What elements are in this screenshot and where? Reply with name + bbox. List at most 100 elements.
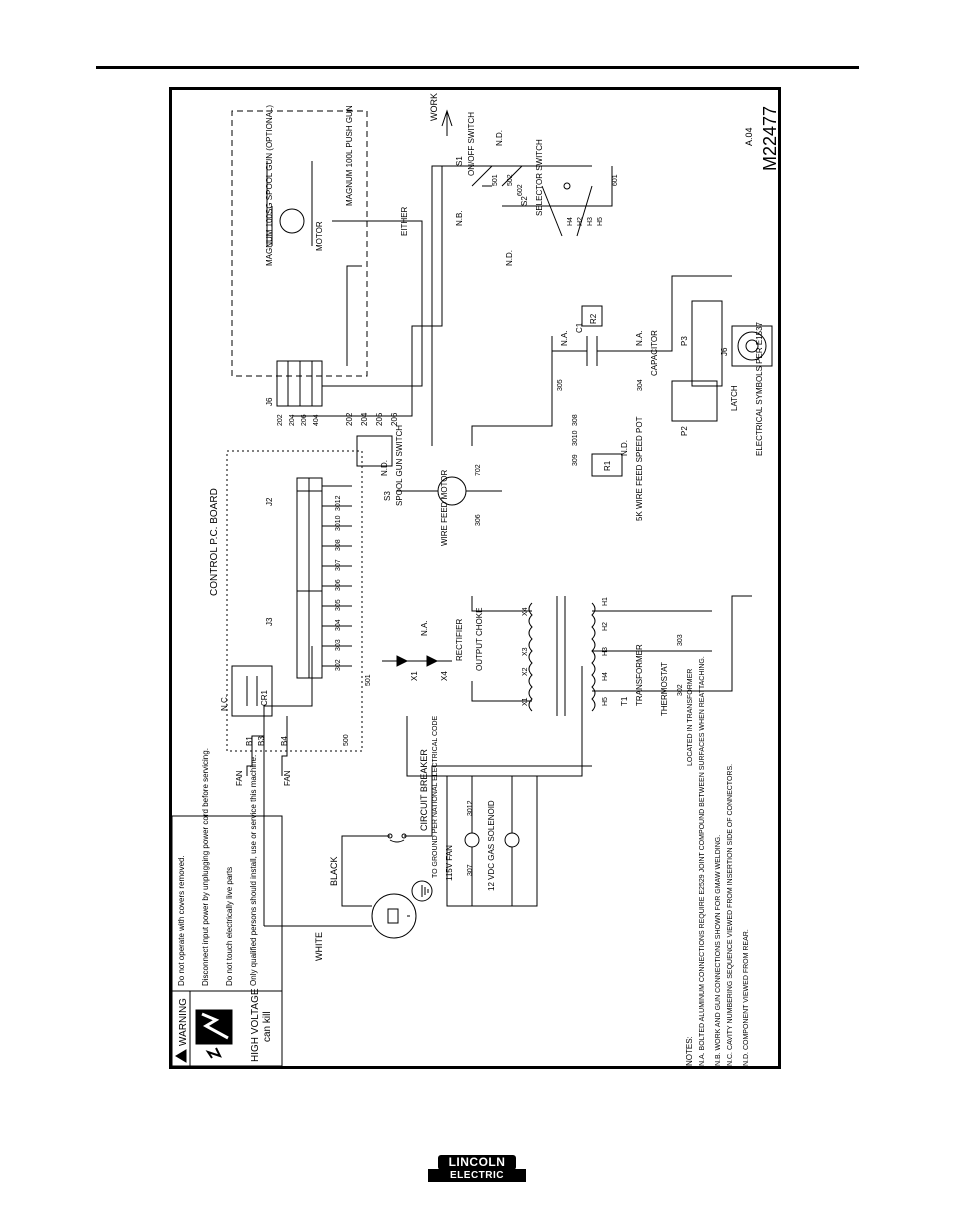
electric-shock-icon — [195, 1009, 233, 1059]
gas-solenoid-label: 12 VDC GAS SOLENOID — [487, 800, 496, 891]
j3-wire-305: 305 — [335, 599, 342, 611]
work-label: WORK — [429, 93, 439, 121]
latch-label: LATCH — [730, 385, 739, 411]
nd-label-4: N.D. — [495, 130, 504, 146]
s2-selector-switch — [541, 182, 593, 237]
circuit-breaker-label: CIRCUIT BREAKER — [419, 749, 429, 831]
drawing-number: M22477 — [760, 106, 778, 171]
j3-label: J3 — [265, 617, 274, 626]
fan-solenoid-box — [446, 775, 538, 907]
symbols-label: ELECTRICAL SYMBOLS PER E1537 — [755, 321, 764, 456]
j6-wire-404: 404 — [313, 414, 320, 426]
j6-connector-left — [276, 360, 323, 407]
wire-feed-speed-pot — [591, 453, 623, 477]
j6-wire-206: 206 — [301, 414, 308, 426]
r2-label: R2 — [589, 313, 598, 324]
warning-box — [171, 815, 283, 1067]
note-na: N.A. BOLTED ALUMINUM CONNECTIONS REQUIRE… — [699, 656, 706, 1066]
j2-wire-206: 206 — [390, 412, 399, 426]
s3-switch-label: SPOOL GUN SWITCH — [395, 425, 404, 506]
j6-left-label: J6 — [265, 397, 274, 406]
choke-label: OUTPUT CHOKE — [475, 608, 484, 671]
power-plug — [371, 880, 433, 939]
spool-gun-motor-icon — [279, 208, 305, 234]
na-label-3: N.A. — [635, 330, 644, 346]
fan-motor-symbol — [464, 832, 480, 848]
sw-wire-501: 501 — [492, 174, 499, 186]
circuit-breaker-symbol — [387, 833, 407, 843]
sol-wire-3012: 3012 — [467, 800, 474, 816]
black-wire-label: BLACK — [329, 856, 339, 886]
warning-title: WARNING — [178, 998, 189, 1046]
j2-connector — [296, 490, 323, 592]
board-b3: B3 — [257, 736, 266, 746]
j2-wire-202: 202 — [345, 412, 354, 426]
logo-line-2: ELECTRIC — [428, 1169, 526, 1182]
rect-x1: X1 — [410, 671, 419, 681]
sec-x3: X3 — [522, 647, 529, 656]
p3-connector — [691, 300, 723, 387]
ground-symbol-icon — [411, 880, 433, 902]
s2-tap-h5: H5 — [597, 217, 604, 226]
pri-h4: H4 — [602, 672, 609, 681]
j3-wire-302: 302 — [335, 659, 342, 671]
j6-wire-204: 204 — [289, 414, 296, 426]
transformer-t1 — [528, 596, 596, 716]
warning-bullet-2: Disconnect input power by unplugging pow… — [201, 748, 210, 986]
revision-label: A.04 — [744, 127, 754, 146]
j3-wire-303: 303 — [335, 639, 342, 651]
pot-wire-3010: 3010 — [572, 430, 579, 446]
t1-label: T1 — [620, 696, 629, 706]
either-label: EITHER — [400, 206, 409, 236]
thermostat-label: THERMOSTAT — [660, 662, 669, 716]
pot-wire-308: 308 — [572, 414, 579, 426]
capacitor-label: CAPACITOR — [650, 330, 659, 376]
motor-label: MOTOR — [315, 221, 324, 251]
control-board-label: CONTROL P.C. BOARD — [209, 488, 220, 596]
header-rule — [96, 66, 859, 69]
rect-x4: X4 — [440, 671, 449, 681]
cap-wire-304: 304 — [637, 379, 644, 391]
solenoid-symbol — [504, 832, 520, 848]
s2-tap-h4: H4 — [567, 217, 574, 226]
spool-gun-dashed-box — [231, 110, 368, 377]
j3-wire-308: 308 — [335, 539, 342, 551]
sol-wire-307: 307 — [467, 864, 474, 876]
relay-cr1-label: CR1 — [260, 689, 269, 706]
spool-gun-label: MAGNUM 100SG SPOOL GUN (OPTIONAL) — [265, 105, 274, 266]
pri-h1: H1 — [602, 597, 609, 606]
s2-label: S2 — [520, 196, 529, 206]
warning-bullet-3: Do not touch electrically live parts — [225, 867, 234, 986]
j3-wire-306: 306 — [335, 579, 342, 591]
nd-label-3: N.D. — [505, 250, 514, 266]
board-b4: B4 — [280, 736, 289, 746]
fan-wire-2: FAN — [283, 770, 292, 786]
sec-x4: X4 — [522, 607, 529, 616]
s2-tap-h3: H3 — [587, 217, 594, 226]
thermo-wire-303: 303 — [677, 634, 684, 646]
sw-wire-502: 502 — [507, 174, 514, 186]
white-wire-label: WHITE — [314, 932, 324, 961]
rectifier-label: RECTIFIER — [455, 619, 464, 661]
board-b1: B1 — [245, 736, 254, 746]
fan-label: 115V FAN — [445, 845, 454, 881]
j3-wire-304: 304 — [335, 619, 342, 631]
wire-feed-motor-label: WIRE FEED MOTOR — [440, 469, 449, 546]
wiring-diagram: WARNING HIGH VOLTAGE can kill Do not ope… — [171, 90, 780, 1067]
wiring-schematic-svg: WARNING HIGH VOLTAGE can kill Do not ope… — [171, 93, 780, 1067]
sw-wire-602: 602 — [517, 184, 524, 196]
nd-label-1: N.D. — [380, 460, 389, 476]
s2-tap-h2: H2 — [577, 217, 584, 226]
j2-wire-204: 204 — [360, 412, 369, 426]
p2-label: P2 — [680, 426, 689, 436]
j2-wire-205: 205 — [375, 412, 384, 426]
schematic-frame — [169, 87, 781, 1069]
p2-connector — [671, 380, 718, 422]
board-wire-501: 501 — [365, 674, 372, 686]
s1-label: S1 — [455, 156, 464, 166]
rectifier-symbol — [382, 655, 452, 667]
warning-hazard-1: HIGH VOLTAGE — [250, 988, 261, 1062]
nb-label: N.B. — [455, 210, 464, 226]
j3-wire-307: 307 — [335, 559, 342, 571]
located-in-transformer-label: LOCATED IN TRANSFORMER — [687, 669, 694, 766]
